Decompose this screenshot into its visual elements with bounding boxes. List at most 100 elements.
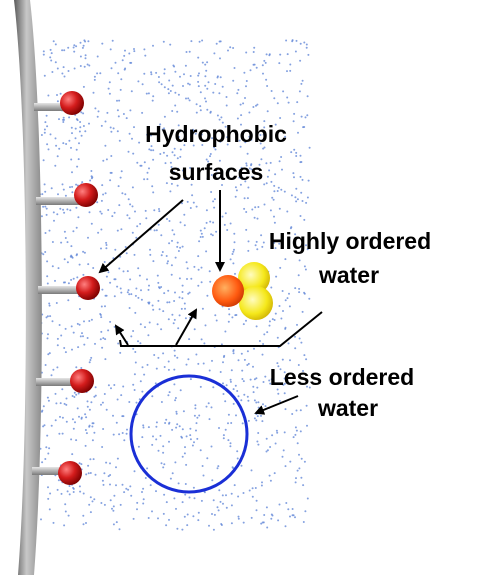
water-dot [305,358,308,361]
water-dot [113,325,116,328]
water-dot [174,91,177,94]
water-dot [130,293,133,296]
water-dot [40,134,43,136]
water-dot [240,166,243,169]
water-dot [197,519,200,522]
water-dot [157,281,160,284]
water-dot [67,46,70,49]
water-dot [149,248,151,251]
water-dot [110,171,113,174]
water-dot [259,142,262,145]
water-dot [166,218,168,220]
water-dot [278,503,281,506]
water-dot [278,400,281,402]
water-dot [243,197,246,200]
water-dot [105,241,108,244]
water-dot [116,398,119,401]
water-dot [181,297,184,300]
water-dot [107,475,110,478]
water-dot [195,429,197,432]
water-dot [260,484,263,487]
water-dot [284,327,287,330]
water-dot [243,207,246,210]
water-dot [250,469,253,472]
water-dot [205,405,208,408]
water-dot [112,414,114,417]
water-dot [252,51,255,53]
water-dot [93,75,96,78]
water-dot [133,48,135,50]
water-dot [193,497,196,500]
water-dot [171,313,174,316]
water-dot [205,158,208,161]
water-dot [71,348,73,351]
water-dot [57,267,60,270]
water-dot [119,503,122,506]
water-dot [263,333,266,336]
water-dot [153,209,156,212]
water-dot [183,224,186,227]
water-dot [162,40,165,43]
water-dot [72,486,75,489]
water-dot [177,124,180,127]
water-dot [227,422,229,425]
water-dot [253,216,256,219]
arrow-hydrophobic-to-bead [98,199,184,274]
water-dot [226,143,229,146]
water-dot [246,350,249,353]
pointer-lines [98,190,323,415]
water-dot [221,184,223,186]
water-dot [301,178,304,181]
water-dot [287,508,290,511]
water-dot [133,373,136,376]
water-dot [85,432,88,435]
water-dot [220,524,223,526]
water-dot [299,175,302,178]
water-dot [118,99,121,102]
water-dot [183,515,186,518]
water-dot [206,61,209,64]
water-dot [43,131,46,134]
water-dot [65,397,68,400]
water-dot [104,305,106,308]
water-dot [235,414,237,417]
water-dot [47,353,50,356]
water-dot [197,255,200,258]
water-dot [167,318,170,321]
water-dot [48,229,51,232]
water-dot [211,234,214,237]
water-dot [85,473,88,476]
water-dot [136,225,139,228]
water-dot [148,301,151,304]
water-dot [269,161,272,164]
water-dot [278,160,281,163]
water-dot [147,517,150,519]
water-dot [255,104,257,107]
water-dot [303,218,306,221]
water-dot [234,384,237,387]
water-dot [62,208,65,211]
water-dot [252,385,255,388]
water-dot [189,378,192,381]
water-dot [118,204,121,207]
water-dot [158,308,161,311]
water-dot [115,521,118,524]
water-dot [299,59,302,62]
water-dot [305,404,308,407]
water-dot [199,236,202,238]
water-dot [201,39,204,42]
water-dot [220,343,223,346]
water-dot [46,396,49,399]
water-dot [294,481,297,484]
water-dot [219,76,222,79]
water-dot [222,382,224,385]
water-dot [173,300,176,302]
water-dot [171,229,174,232]
water-dot [160,234,163,237]
water-dot [205,250,208,253]
water-dot [42,425,45,428]
water-dot [175,410,178,413]
water-dot [261,353,264,356]
water-dot [58,118,60,121]
water-dot [199,91,202,94]
